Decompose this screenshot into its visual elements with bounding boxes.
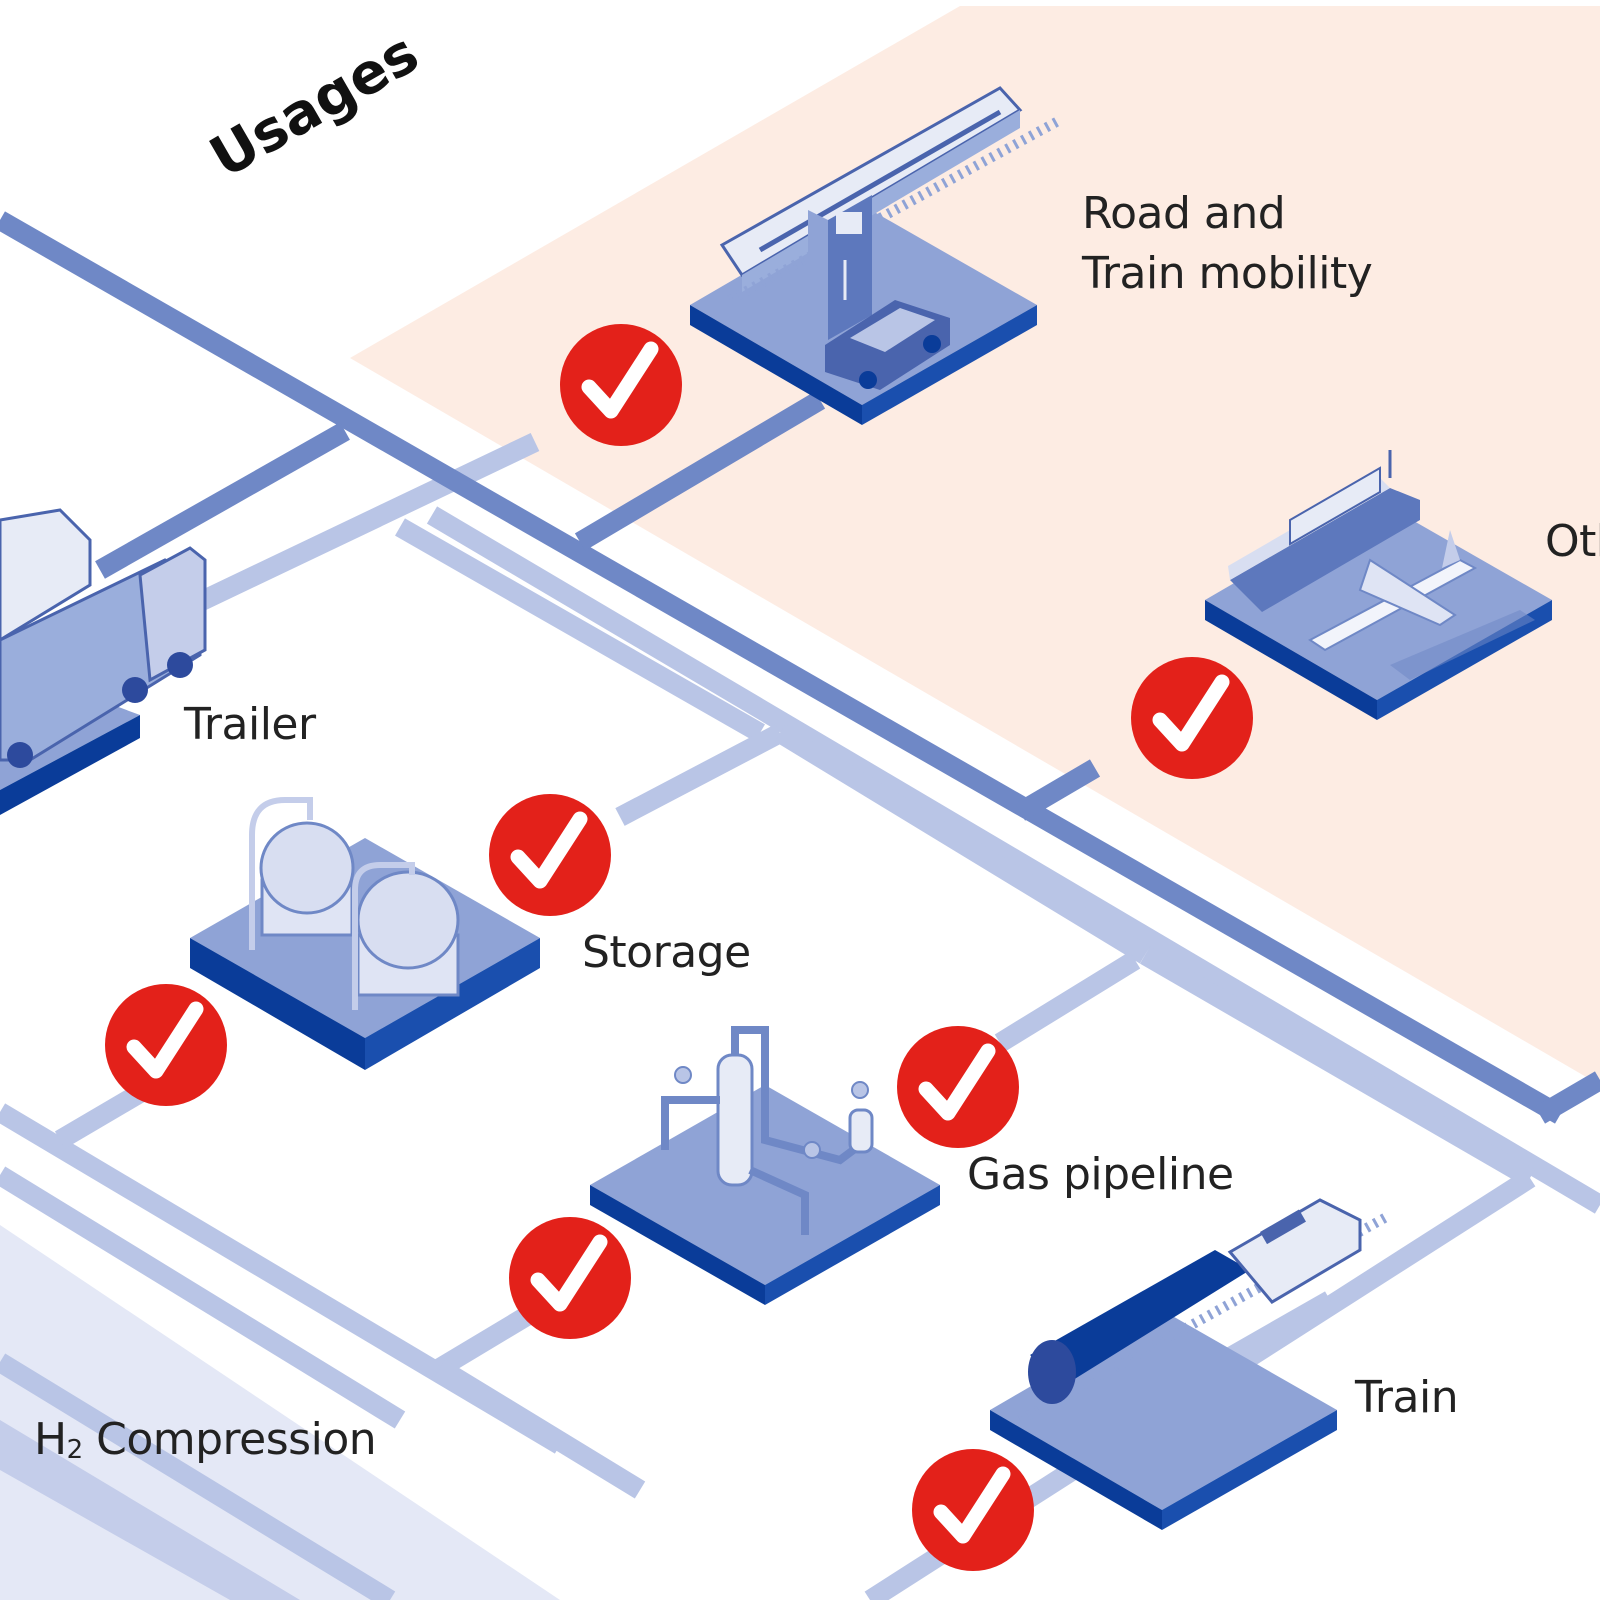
storage-tank-icon xyxy=(249,797,460,1010)
label-road-train-line1: Road and xyxy=(1082,188,1286,239)
check-icon xyxy=(509,1217,631,1339)
label-gas-pipeline: Gas pipeline xyxy=(967,1149,1234,1200)
h2-subscript: 2 xyxy=(66,1435,84,1465)
ship-icon xyxy=(1228,450,1420,612)
label-h2-compression: H2 Compression xyxy=(34,1410,377,1480)
label-storage: Storage xyxy=(582,927,751,978)
tanker-truck-icon xyxy=(0,508,207,768)
check-icon xyxy=(897,1026,1019,1148)
label-road-train: Road and Train mobility xyxy=(1082,184,1373,304)
usages-zone xyxy=(350,6,1600,1085)
airplane-icon xyxy=(1308,530,1535,680)
h2-prefix: H xyxy=(34,1414,67,1465)
label-other: Oth xyxy=(1545,516,1600,567)
compression-stripe xyxy=(0,1420,300,1600)
h2-rest: Compression xyxy=(82,1414,377,1465)
pipeline-valve-icon xyxy=(661,1026,874,1235)
check-icon xyxy=(489,794,611,916)
check-icon xyxy=(560,324,682,446)
check-icon xyxy=(105,984,227,1106)
tank-train-icon xyxy=(1017,1198,1393,1425)
label-road-train-line2: Train mobility xyxy=(1082,248,1373,299)
check-icon xyxy=(1131,657,1253,779)
dark-pipe-network xyxy=(0,211,1600,1124)
checks xyxy=(105,324,1253,1571)
fuel-pump-icon xyxy=(808,195,872,340)
label-train: Train xyxy=(1355,1372,1459,1423)
car-icon xyxy=(825,300,950,390)
check-icon xyxy=(912,1449,1034,1571)
label-trailer: Trailer xyxy=(184,699,316,750)
